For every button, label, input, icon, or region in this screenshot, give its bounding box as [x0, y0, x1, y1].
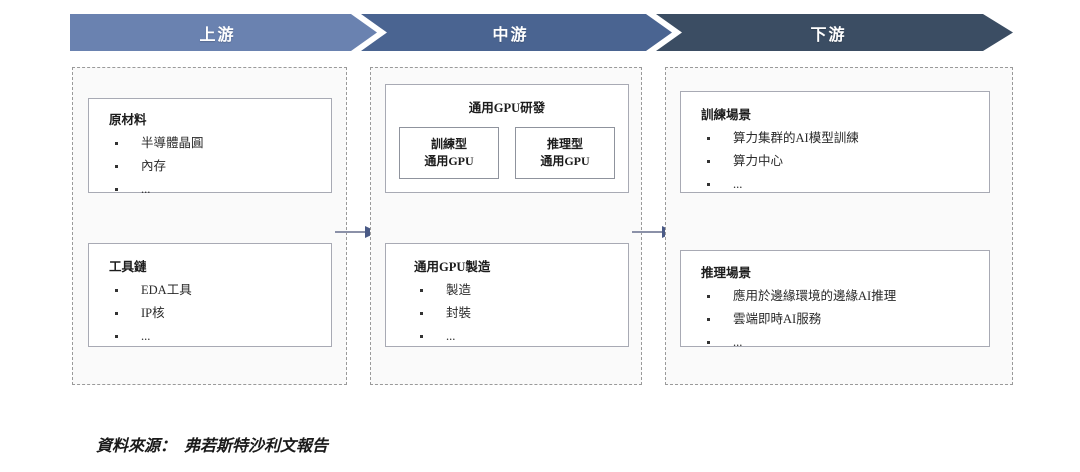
subbox-inference-gpu-line1: 推理型	[546, 136, 583, 151]
list-item: 應用於邊緣環境的邊緣AI推理	[701, 285, 989, 308]
subbox-training-gpu-line2: 通用GPU	[424, 154, 474, 168]
banner-midstream: 中游	[361, 14, 672, 51]
banner-downstream-label: 下游	[810, 26, 847, 44]
gpu-rnd-subbox-wrap: 訓練型 通用GPU 推理型 通用GPU	[386, 127, 628, 179]
inference-scenarios-title: 推理場景	[701, 266, 752, 280]
list-item: 半導體晶圓	[109, 132, 331, 155]
box-gpu-manufacturing: 通用GPU製造 製造 封裝 ...	[385, 243, 629, 347]
training-scenarios-bullet-list: 算力集群的AI模型訓練 算力中心 ...	[701, 127, 989, 195]
list-item: EDA工具	[109, 279, 331, 302]
value-chain-banner-row: 上游 中游 下游	[70, 14, 1013, 51]
list-item: ...	[109, 178, 331, 201]
box-raw-materials: 原材料 半導體晶圓 內存 ...	[88, 98, 332, 196]
list-item: 算力中心	[701, 150, 989, 173]
raw-materials-bullet-list: 半導體晶圓 內存 ...	[109, 132, 331, 200]
banner-upstream: 上游	[70, 14, 377, 51]
list-item: 算力集群的AI模型訓練	[701, 127, 989, 150]
box-training-scenarios: 訓練場景 算力集群的AI模型訓練 算力中心 ...	[680, 91, 990, 193]
subbox-inference-gpu-line2: 通用GPU	[540, 154, 590, 168]
arrow-shaft	[335, 231, 367, 233]
box-gpu-rnd: 通用GPU研發 訓練型 通用GPU 推理型 通用GPU	[385, 84, 629, 193]
banner-midstream-label: 中游	[492, 26, 529, 44]
tool-chain-bullet-list: EDA工具 IP核 ...	[109, 279, 331, 347]
gpu-manufacturing-title: 通用GPU製造	[414, 260, 491, 274]
subbox-training-gpu: 訓練型 通用GPU	[399, 127, 499, 179]
list-item: ...	[109, 325, 331, 348]
arrow-shaft	[632, 231, 664, 233]
source-note: 資料來源： 弗若斯特沙利文報告	[96, 438, 329, 455]
banner-upstream-label: 上游	[199, 26, 236, 44]
list-item: ...	[414, 325, 628, 348]
gpu-rnd-title: 通用GPU研發	[468, 101, 546, 115]
subbox-inference-gpu: 推理型 通用GPU	[515, 127, 615, 179]
box-inference-scenarios: 推理場景 應用於邊緣環境的邊緣AI推理 雲端即時AI服務 ...	[680, 250, 990, 349]
gpu-manufacturing-bullet-list: 製造 封裝 ...	[414, 279, 628, 347]
inference-scenarios-bullet-list: 應用於邊緣環境的邊緣AI推理 雲端即時AI服務 ...	[701, 285, 989, 353]
list-item: 封裝	[414, 302, 628, 325]
banner-downstream: 下游	[656, 14, 1013, 51]
box-tool-chain: 工具鏈 EDA工具 IP核 ...	[88, 243, 332, 347]
raw-materials-title: 原材料	[109, 113, 147, 127]
training-scenarios-title: 訓練場景	[701, 108, 752, 122]
list-item: ...	[701, 173, 989, 196]
subbox-training-gpu-line1: 訓練型	[430, 136, 467, 151]
tool-chain-title: 工具鏈	[109, 260, 147, 274]
list-item: 雲端即時AI服務	[701, 308, 989, 331]
list-item: 內存	[109, 155, 331, 178]
list-item: ...	[701, 331, 989, 354]
list-item: 製造	[414, 279, 628, 302]
list-item: IP核	[109, 302, 331, 325]
